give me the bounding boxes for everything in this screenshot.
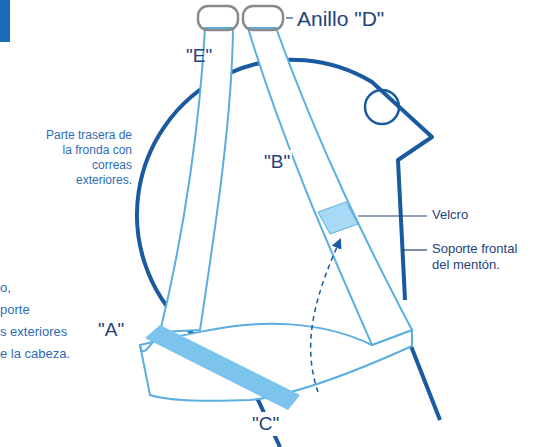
strap-e — [160, 28, 233, 332]
leader-line — [286, 17, 293, 18]
part-label: Velcro — [432, 207, 468, 223]
header-tab — [0, 0, 10, 42]
note-fragment: e la cabeza. — [0, 346, 70, 362]
callout-letter: "A" — [98, 318, 124, 342]
leader-line — [402, 249, 427, 250]
strap-c — [145, 325, 300, 410]
note-fragment: o, — [0, 280, 11, 296]
leader-line — [358, 215, 427, 216]
strap-b — [248, 28, 412, 345]
callout-letter: "C" — [250, 412, 281, 436]
d-ring — [243, 6, 283, 30]
callout-letter: "E" — [186, 44, 212, 68]
note-text: Parte trasera de la fronda con correas e… — [40, 128, 132, 188]
callout-letter: "B" — [262, 150, 292, 174]
note-fragment: s exteriores — [0, 324, 67, 340]
fold-arrow — [311, 240, 340, 392]
part-label: Anillo "D" — [297, 6, 384, 32]
velcro-patch — [318, 202, 358, 234]
part-label: Soporte frontal del mentón. — [432, 241, 537, 274]
d-ring — [198, 6, 238, 30]
note-fragment: porte — [0, 302, 30, 318]
eye — [365, 90, 399, 124]
